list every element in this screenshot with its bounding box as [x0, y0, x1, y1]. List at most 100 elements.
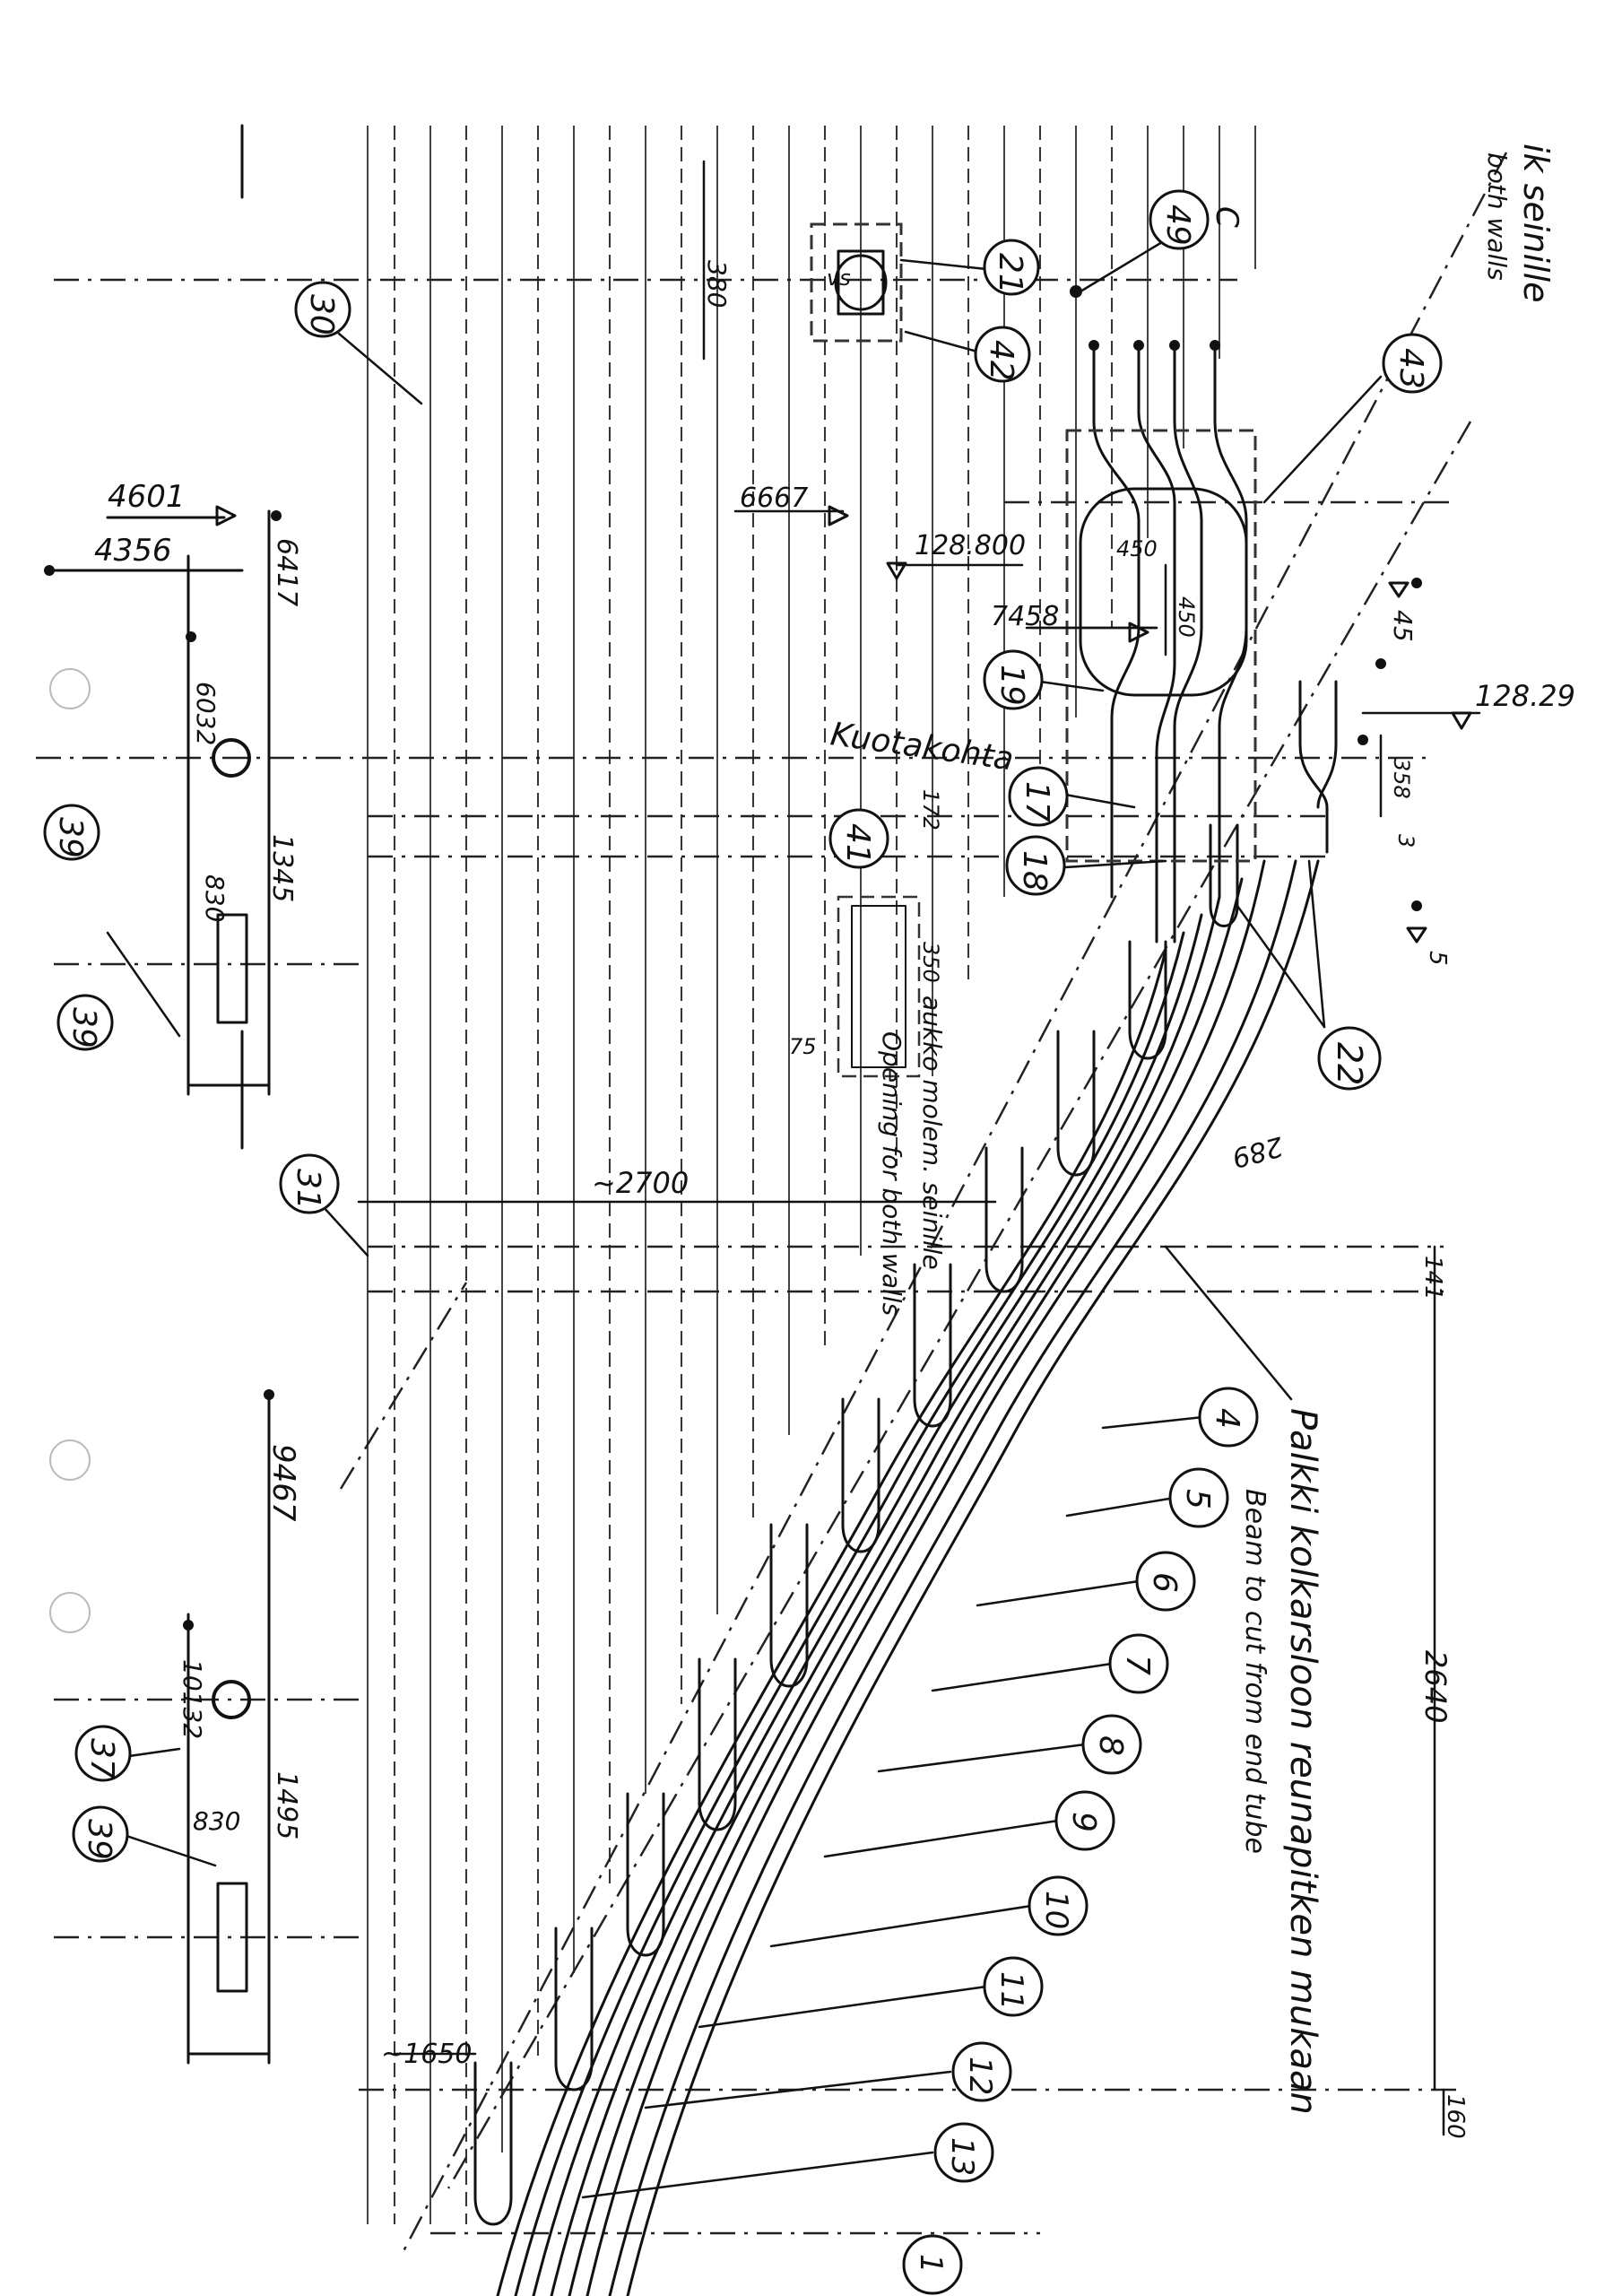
- dimension-texts: 4601 4356 6417 6032 1345 830 6667 380 45…: [94, 206, 1575, 2139]
- note-both-walls-fi: ik seinille: [1516, 144, 1556, 303]
- callout-39-upper: 39: [43, 804, 100, 861]
- callout-21: 21: [983, 239, 1040, 296]
- leader-lines: [106, 240, 1383, 2199]
- callout-10-label: 10: [1038, 1891, 1074, 1929]
- note-both-walls-en: both walls: [1482, 152, 1512, 281]
- dim-75: 75: [789, 1034, 817, 1059]
- callout-18: 18: [1005, 835, 1066, 896]
- note-opening-en: Opening for both walls: [877, 1031, 906, 1316]
- callout-4: 4: [1198, 1387, 1259, 1448]
- handwritten-notes: ik seinille both walls Kuotakohta aukko …: [828, 144, 1556, 2115]
- drum-assembly: [810, 222, 1257, 1078]
- dim-6032: 6032: [191, 682, 221, 745]
- callout-43: 43: [1382, 333, 1443, 394]
- callout-31: 31: [279, 1153, 340, 1214]
- dim-450-vertical: 450: [1174, 596, 1199, 638]
- callout-39-upper-label: 39: [52, 817, 89, 858]
- binder-holes: [49, 668, 91, 1633]
- dim-6417: 6417: [271, 538, 302, 606]
- dim-1495: 1495: [271, 1771, 302, 1839]
- note-kuotakohta: Kuotakohta: [828, 716, 1016, 778]
- dim-9467: 9467: [265, 1444, 301, 1522]
- callout-37-label: 37: [83, 1738, 120, 1779]
- callout-22-label: 22: [1330, 1042, 1369, 1085]
- dim-289: 289: [1228, 1130, 1286, 1174]
- dim-830-upper: 830: [200, 874, 230, 922]
- dim-7458: 7458: [991, 601, 1059, 632]
- callout-9: 9: [1054, 1790, 1115, 1851]
- dim-358: 358: [1389, 758, 1414, 799]
- dim-141: 141: [1419, 1256, 1446, 1300]
- callout-39-lower-label: 39: [81, 1819, 117, 1860]
- callout-8: 8: [1081, 1714, 1142, 1775]
- note-opening-fi: aukko molem. seinille: [917, 996, 947, 1270]
- callout-6-label: 6: [1146, 1572, 1183, 1593]
- dim-450-horizontal: 450: [1116, 536, 1158, 561]
- callout-39-lower: 39: [72, 1805, 129, 1863]
- dim-350: 350: [918, 942, 943, 983]
- callout-13: 13: [933, 2122, 994, 2183]
- dim-6667: 6667: [740, 483, 808, 514]
- dot-markers: [44, 285, 1422, 1631]
- callout-21-label: 21: [992, 253, 1028, 294]
- callout-39-middle: 39: [56, 994, 114, 1051]
- dim-4356: 4356: [94, 533, 172, 569]
- callout-31-label: 31: [290, 1169, 326, 1210]
- callout-42: 42: [974, 326, 1031, 383]
- callout-17-label: 17: [1019, 781, 1055, 822]
- callout-13-label: 13: [944, 2137, 980, 2176]
- callout-9-label: 9: [1065, 1812, 1102, 1832]
- vertical-grid-lines: [240, 124, 1256, 2224]
- callout-11: 11: [983, 1956, 1044, 2017]
- dim-2700: ~2700: [592, 1166, 689, 1200]
- dimension-lines: [357, 160, 1481, 2136]
- callout-12-label: 12: [962, 2057, 998, 2095]
- left-section-details: [52, 509, 271, 2065]
- callout-8-label: 8: [1092, 1735, 1129, 1756]
- callout-39-middle-label: 39: [65, 1007, 102, 1048]
- dim-160: 160: [1442, 2094, 1469, 2139]
- callout-10: 10: [1028, 1875, 1089, 1936]
- dim-10132: 10132: [178, 1659, 207, 1739]
- callout-43-label: 43: [1392, 348, 1429, 389]
- callout-14-label: 1: [913, 2254, 949, 2274]
- dim-380: 380: [702, 260, 732, 308]
- dim-1650: ~1650: [381, 2039, 472, 2070]
- callout-22: 22: [1317, 1026, 1382, 1091]
- callout-41-label: 41: [839, 823, 876, 865]
- callout-17: 17: [1008, 766, 1069, 827]
- note-palkki-fi: Palkki kolkarsloon reunapitken mukaan: [1282, 1408, 1323, 2115]
- callout-18-label: 18: [1016, 850, 1053, 891]
- callout-12: 12: [951, 2041, 1012, 2102]
- callout-14: 1: [902, 2234, 963, 2295]
- binder-hole: [49, 1439, 91, 1481]
- note-palkki-en: Beam to cut from end tube: [1239, 1489, 1271, 1854]
- label-c: C: [1209, 206, 1245, 228]
- dim-128-29: 128.29: [1475, 679, 1575, 713]
- callout-7: 7: [1108, 1633, 1169, 1694]
- callout-11-label: 11: [993, 1971, 1029, 2010]
- dim-3: 3: [1393, 834, 1418, 848]
- binder-hole: [49, 668, 91, 709]
- callout-6: 6: [1135, 1551, 1196, 1612]
- callout-19-label: 19: [993, 665, 1030, 706]
- callout-5-label: 5: [1179, 1489, 1216, 1509]
- dim-830-lower: 830: [193, 1806, 240, 1836]
- dim-1345: 1345: [266, 834, 298, 902]
- callout-42-label: 42: [983, 340, 1019, 381]
- dim-2640: 2640: [1418, 1650, 1453, 1723]
- dim-4601: 4601: [108, 479, 186, 515]
- callout-5: 5: [1168, 1467, 1229, 1528]
- callout-49-label: 49: [1159, 204, 1196, 246]
- dim-45: 45: [1388, 610, 1418, 642]
- callout-30: 30: [294, 281, 351, 338]
- callout-30-label: 30: [303, 294, 340, 335]
- callout-4-label: 4: [1209, 1408, 1245, 1429]
- callout-19: 19: [983, 649, 1044, 710]
- callout-41: 41: [828, 808, 889, 869]
- dim-5: 5: [1424, 951, 1451, 966]
- callout-49: 49: [1149, 189, 1210, 250]
- level-markers: [215, 505, 1472, 944]
- callouts: 30 49 21 42 43 19 17 18 41 22 31 39 39 3…: [43, 189, 1443, 2295]
- tube-bundle: [496, 859, 1320, 2296]
